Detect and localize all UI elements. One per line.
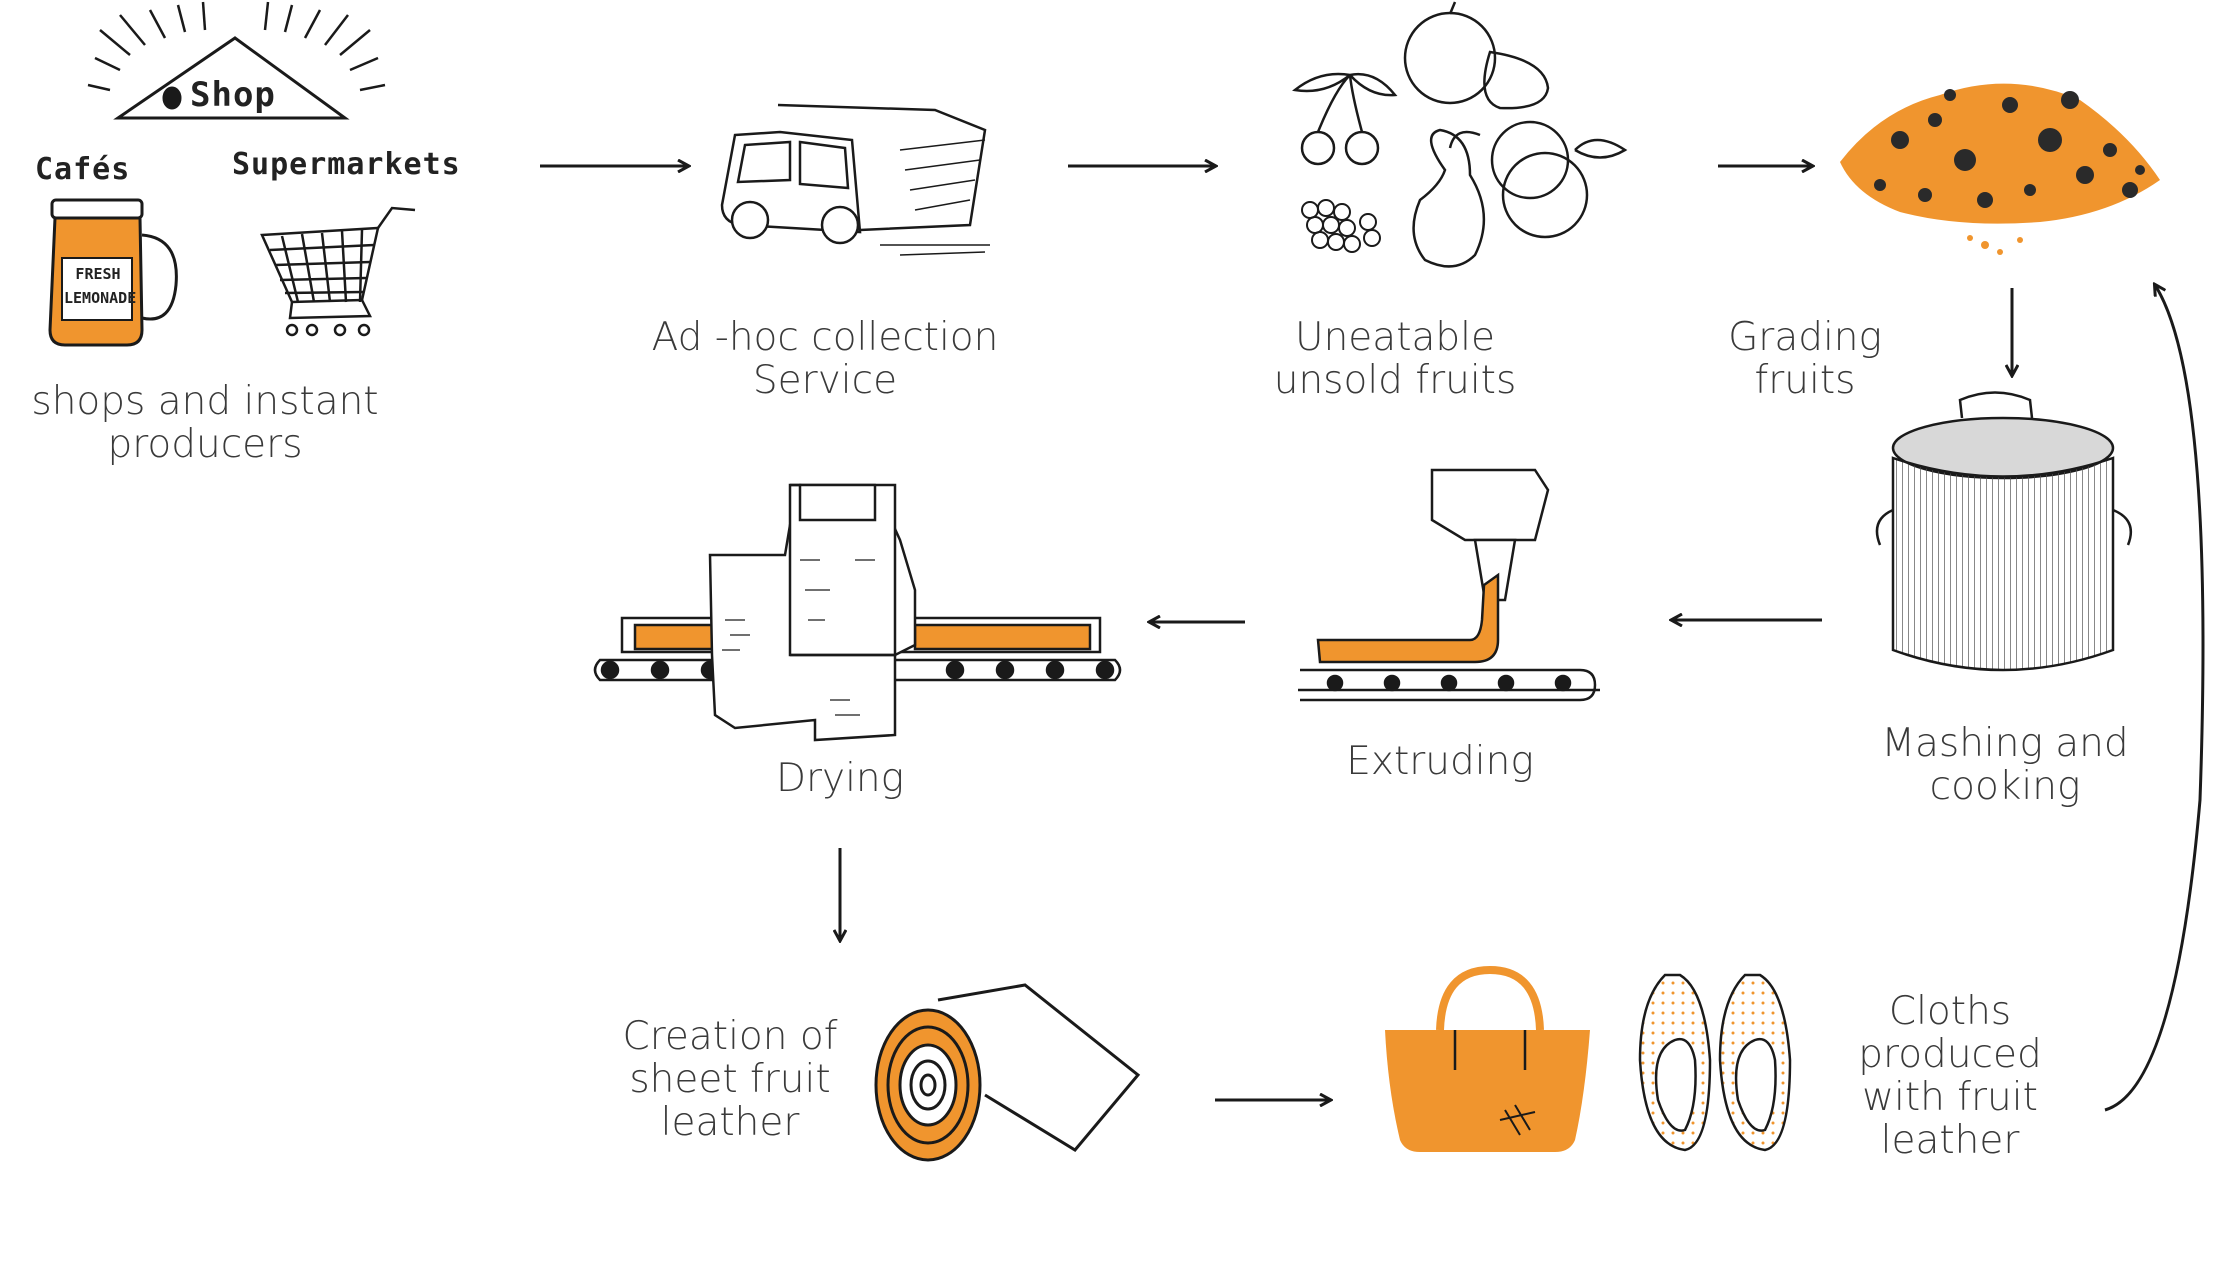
cooking-pot-icon [1875, 391, 2133, 672]
shoes-icon [1638, 973, 1792, 1152]
extruder-icon [1298, 468, 1600, 702]
pulp-pile-icon [1840, 83, 2160, 255]
caption-shops: shops and instant producers [31, 379, 379, 467]
bag-icon [1385, 965, 1590, 1152]
arrow-cloths-to-grading [2104, 285, 2205, 1112]
supermarkets-label: Supermarkets [232, 147, 461, 182]
shop-sign-label: Shop [190, 75, 276, 115]
cafes-label: Cafés [35, 152, 131, 187]
leather-roll-icon [874, 983, 1141, 1162]
dryer-icon [593, 483, 1122, 742]
shopping-cart-icon [260, 206, 416, 337]
jar-label: FRESH LEMONADE [64, 265, 137, 307]
caption-mashing: Mashing and cooking [1881, 721, 2129, 809]
caption-drying: Drying [775, 756, 905, 801]
fruits-icon [1292, 1, 1628, 268]
caption-cloths: Cloths produced with fruit leather [1858, 989, 2042, 1163]
caption-creation: Creation of sheet fruit leather [622, 1014, 838, 1145]
truck-icon [720, 103, 990, 256]
caption-extruding: Extruding [1346, 739, 1534, 784]
caption-collection: Ad -hoc collection Service [651, 315, 999, 403]
shop-sign-icon [87, 1, 386, 120]
lemonade-jar-icon [48, 198, 178, 347]
caption-uneatable: Uneatable unsold fruits [1273, 315, 1517, 403]
caption-grading: Grading fruits [1728, 315, 1882, 403]
